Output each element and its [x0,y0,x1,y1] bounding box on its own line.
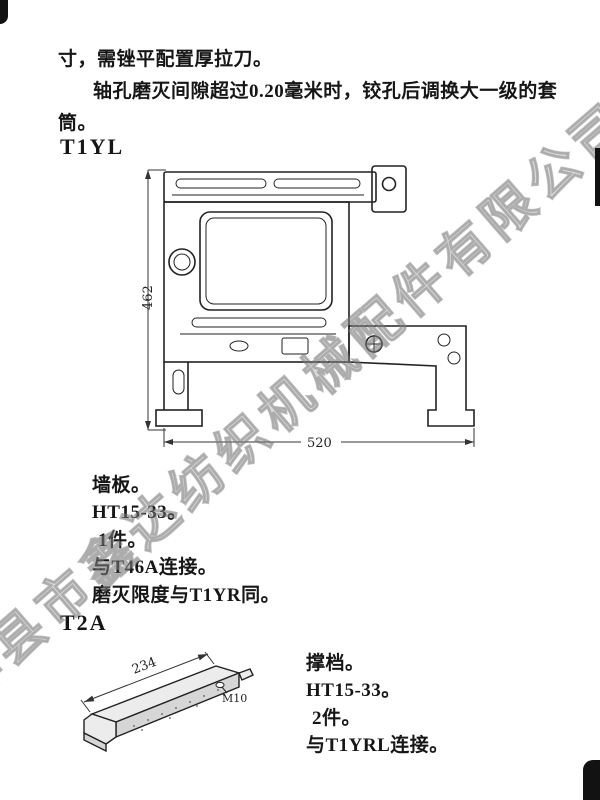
intro-line-2: 轴孔磨灭间隙超过0.20毫米时，铰孔后调换大一级的套 [93,81,558,102]
section-heading-t2a: T2A [60,610,108,635]
dim-height-label: 462 [141,285,156,310]
t1yl-drawing-svg: 462 520 [141,165,475,451]
left-foot [155,409,203,427]
desc-line: 与T46A连接。 [92,557,218,579]
top-rail [163,171,377,203]
section-1-description: 墙板。 HT15-33。 1件。 与T46A连接。 磨灭限度与T1YR同。 [92,472,280,609]
intro-line-1: 寸，需锉平配置厚拉刀。 [58,49,273,70]
rail-slot-1 [175,178,267,189]
left-slot [172,369,185,395]
bar-left-foot [83,731,107,753]
center-opening [199,211,333,311]
section-2-description: 撑档。 HT15-33。 2件。 与T1YRL连接。 [306,650,449,760]
desc-line: 磨灭限度与T1YR同。 [92,584,281,606]
dim-width-label: 520 [307,436,332,451]
m10-label: M10 [222,692,247,705]
intro-line-3: 筒。 [58,113,98,134]
section-heading-t1yl: T1YL [60,134,125,159]
top-right-block [371,165,407,213]
t2a-drawing: M10 234 [76,640,276,755]
bearing-hole-outer [168,248,196,276]
rail-slot-2 [273,178,361,189]
desc-line: 撑档。 [306,653,365,674]
t2a-drawing-svg: M10 234 [80,651,254,753]
scan-artifact [583,760,600,800]
arm-end-hole-1 [437,333,451,347]
m10-hole [215,681,225,689]
arm-end-hole-2 [447,351,461,365]
oval-hole [229,340,249,352]
t1yl-drawing: 462 520 [136,158,481,458]
center-boss [281,337,309,355]
bearing-hole-inner [173,253,191,271]
scan-artifact [595,148,600,206]
desc-line: 1件。 [98,529,148,551]
top-right-hole [381,176,397,192]
desc-line: 墙板。 [92,475,151,496]
bar-right-tab [238,668,254,681]
desc-line: HT15-33。 [306,680,401,702]
desc-line: HT15-33。 [92,502,187,524]
scan-artifact [0,0,8,24]
right-arm [348,325,475,427]
desc-line: 2件。 [312,707,362,729]
main-plate [163,201,350,363]
stipple-texture [127,689,225,733]
middle-slot [191,317,327,328]
desc-line: 与T1YRL连接。 [306,735,449,757]
